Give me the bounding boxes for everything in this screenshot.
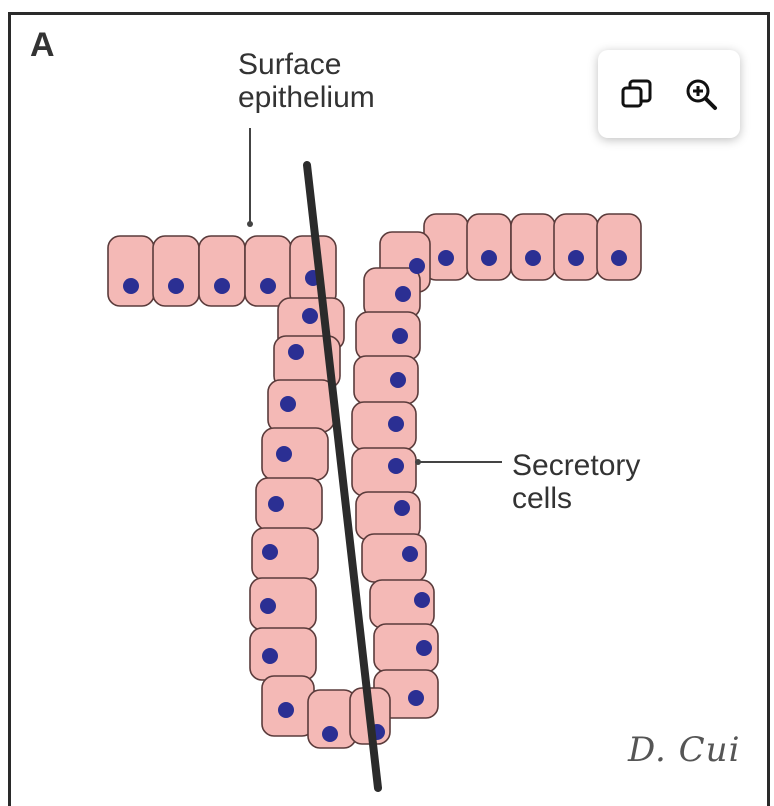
surface-cell — [198, 235, 246, 307]
nucleus — [276, 446, 292, 462]
secretory-cell — [249, 577, 317, 631]
nucleus — [409, 258, 425, 274]
nucleus — [611, 250, 627, 266]
secretory-label-line1: Secretory — [512, 449, 641, 482]
nucleus — [408, 690, 424, 706]
artist-signature: D. Cui — [628, 730, 741, 770]
nucleus — [395, 286, 411, 302]
surface-cell — [152, 235, 200, 307]
secretory-cell — [255, 477, 323, 531]
secretory-cell — [355, 311, 421, 361]
section-plane-line — [303, 161, 382, 792]
nucleus — [260, 598, 276, 614]
transition-cell — [363, 267, 421, 319]
secretory-label-line2: cells — [512, 482, 573, 515]
copy-button[interactable] — [617, 74, 657, 114]
nucleus — [262, 544, 278, 560]
nucleus — [481, 250, 497, 266]
secretory-cell — [355, 491, 421, 541]
secretory-cell — [351, 401, 417, 451]
nucleus — [322, 726, 338, 742]
surface-label-line1: Surface — [238, 48, 342, 81]
secretory-cell — [267, 379, 335, 433]
secretory-cell — [249, 627, 317, 681]
secretory-cells-label: Secretory cells — [512, 449, 640, 515]
surface-cell — [107, 235, 155, 307]
nucleus — [388, 458, 404, 474]
nucleus — [388, 416, 404, 432]
nucleus — [302, 308, 318, 324]
image-toolbar — [598, 50, 740, 138]
nucleus — [525, 250, 541, 266]
surface-cell — [510, 213, 556, 281]
nucleus — [390, 372, 406, 388]
copy-icon — [621, 79, 652, 108]
surface-epithelium-label: Surface epithelium — [238, 48, 375, 114]
nucleus — [168, 278, 184, 294]
secretory-cell — [353, 355, 419, 405]
nucleus — [568, 250, 584, 266]
nucleus — [214, 278, 230, 294]
nucleus — [280, 396, 296, 412]
secretory-leader-dot — [415, 459, 421, 465]
zoom-in-icon — [686, 79, 717, 110]
surface-cell — [553, 213, 599, 281]
surface-leader-dot — [247, 221, 253, 227]
nucleus — [278, 702, 294, 718]
panel-letter: A — [30, 26, 55, 64]
surface-cell — [244, 235, 292, 307]
surface-label-line2: epithelium — [238, 81, 375, 114]
secretory-cell — [351, 447, 417, 497]
nucleus — [392, 328, 408, 344]
figure-frame — [8, 12, 770, 806]
nucleus — [268, 496, 284, 512]
surface-cell — [596, 213, 642, 281]
secretory-cell — [251, 527, 319, 581]
zoom-in-button[interactable] — [681, 74, 721, 114]
surface-cell — [466, 213, 512, 281]
secretory-cell — [261, 427, 329, 481]
nucleus — [262, 648, 278, 664]
nucleus — [260, 278, 276, 294]
cell-nuclei — [123, 250, 627, 742]
nucleus — [394, 500, 410, 516]
nucleus — [438, 250, 454, 266]
nucleus — [416, 640, 432, 656]
nucleus — [288, 344, 304, 360]
nucleus — [123, 278, 139, 294]
nucleus — [402, 546, 418, 562]
nucleus — [414, 592, 430, 608]
